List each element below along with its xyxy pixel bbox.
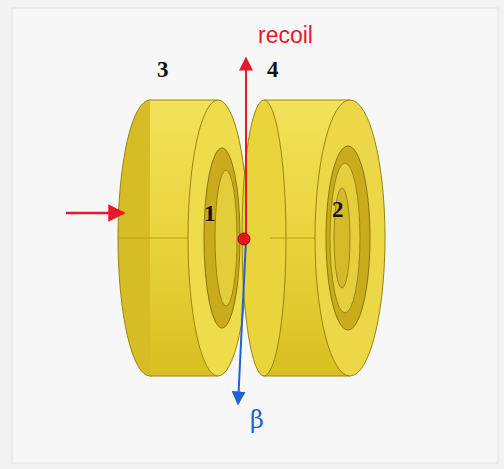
source-dot [238, 233, 250, 245]
callout-number: 3 [157, 58, 169, 81]
right-ring [242, 100, 385, 376]
beam-arrow [66, 212, 124, 215]
callout-number: 2 [332, 198, 344, 221]
callout-number: 1 [204, 202, 216, 225]
left-ring [118, 100, 248, 376]
panel [12, 8, 498, 463]
recoil-arrow [245, 58, 247, 236]
beta-label: β [250, 408, 264, 432]
callout-number: 4 [267, 58, 279, 81]
recoil-label: recoil [258, 24, 313, 47]
beta-arrow [238, 240, 246, 404]
